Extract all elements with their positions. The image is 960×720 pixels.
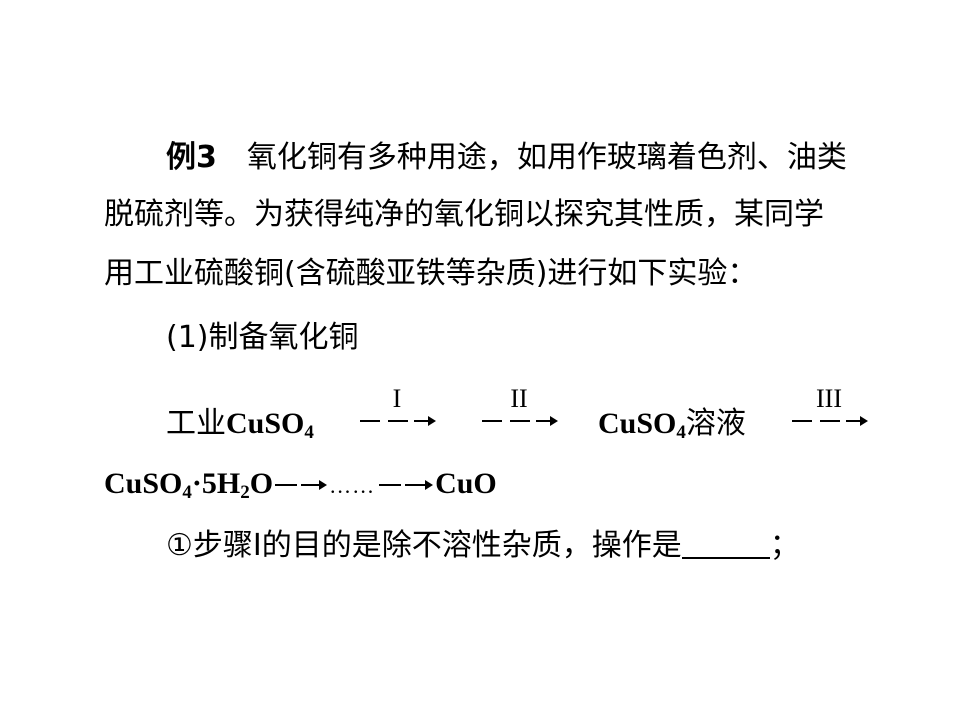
arrow-right-icon bbox=[360, 416, 436, 426]
paragraph-text-2: 脱硫剂等。为获得纯净的氧化铜以探究其性质，某同学 bbox=[104, 197, 824, 232]
arrow-right-icon bbox=[275, 480, 328, 490]
flow-mid-cn: 溶液 bbox=[685, 406, 746, 441]
flow-dots: …… bbox=[329, 473, 376, 498]
product-formula-b: ·5H bbox=[191, 467, 241, 500]
product-sub-a: 4 bbox=[182, 482, 192, 503]
flow-mid: CuSO4溶液 bbox=[598, 406, 746, 442]
flow-step-1-label: I bbox=[392, 384, 402, 413]
flow-start-formula: CuSO bbox=[226, 407, 305, 440]
part1-heading: (1)制备氧化铜 bbox=[166, 320, 359, 356]
flow-start-sub: 4 bbox=[304, 422, 314, 443]
arrow-right-icon bbox=[379, 480, 434, 490]
product-formula-a: CuSO bbox=[104, 467, 183, 500]
paragraph-line-2: 脱硫剂等。为获得纯净的氧化铜以探究其性质，某同学 bbox=[104, 197, 824, 233]
arrow-right-icon bbox=[482, 416, 558, 426]
flow-step-3-label: III bbox=[816, 384, 842, 413]
question-text: ①步骤Ⅰ的目的是除不溶性杂质，操作是 bbox=[166, 528, 682, 563]
flow-product-line: CuSO4·5H2O …… CuO bbox=[104, 466, 497, 504]
example-label: 例3 bbox=[166, 140, 217, 175]
flow-mid-formula: CuSO bbox=[598, 407, 677, 440]
flow-mid-sub: 4 bbox=[676, 422, 686, 443]
arrow-right-icon bbox=[792, 416, 868, 426]
part1-heading-text: (1)制备氧化铜 bbox=[166, 320, 359, 355]
flow-step-2-label: II bbox=[510, 384, 528, 413]
paragraph-line-3: 用工业硫酸铜(含硫酸亚铁等杂质)进行如下实验： bbox=[104, 256, 757, 292]
question-end: ； bbox=[769, 528, 800, 563]
flow-start-cn: 工业 bbox=[166, 406, 226, 441]
flow-start: 工业CuSO4 bbox=[166, 406, 314, 442]
paragraph-text-3: 用工业硫酸铜(含硫酸亚铁等杂质)进行如下实验： bbox=[104, 256, 758, 291]
paragraph-line-1: 例3 氧化铜有多种用途，如用作玻璃着色剂、油类 bbox=[166, 140, 847, 176]
product-formula-c: O bbox=[249, 467, 274, 500]
question-line: ①步骤Ⅰ的目的是除不溶性杂质，操作是 ； bbox=[166, 528, 800, 564]
flow-end: CuO bbox=[435, 467, 497, 500]
paragraph-text-1: 氧化铜有多种用途，如用作玻璃着色剂、油类 bbox=[246, 140, 847, 175]
product-sub-b: 2 bbox=[240, 482, 250, 503]
answer-blank[interactable] bbox=[681, 529, 770, 559]
